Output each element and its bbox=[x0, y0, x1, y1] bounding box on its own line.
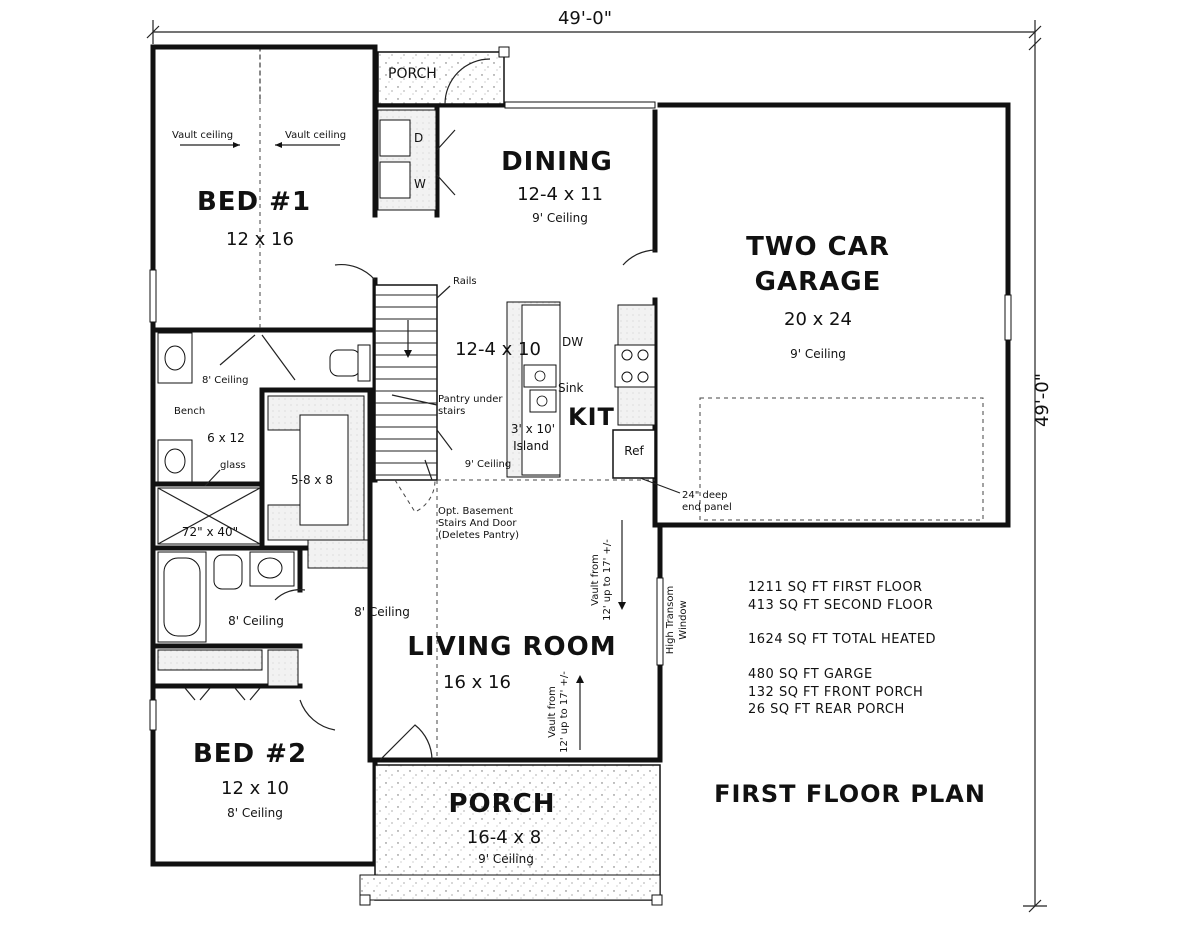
bath1-ceiling: 8' Ceiling bbox=[202, 375, 248, 386]
front-porch: PORCH 16-4 x 8 9' Ceiling bbox=[359, 764, 663, 906]
stat-front-porch: 132 SQ FT FRONT PORCH bbox=[748, 685, 923, 700]
dining-label: DINING bbox=[501, 147, 613, 177]
washer-label: W bbox=[414, 177, 426, 191]
sink-label: Sink bbox=[558, 381, 584, 395]
bath1-dim: 6 x 12 bbox=[207, 431, 245, 445]
garage-ceiling: 9' Ceiling bbox=[790, 347, 846, 361]
dryer-label: D bbox=[414, 131, 423, 145]
front-porch-label: PORCH bbox=[448, 789, 555, 819]
windows bbox=[149, 101, 1012, 731]
garage-label-line1: TWO CAR bbox=[746, 232, 890, 262]
living-vault-top-line1: Vault from bbox=[590, 554, 601, 606]
basement-line1: Opt. Basement bbox=[438, 506, 513, 517]
bath1-glass: glass bbox=[220, 460, 246, 471]
basement-line3: (Deletes Pantry) bbox=[438, 530, 519, 541]
dining-room: DINING 12-4 x 11 9' Ceiling bbox=[501, 147, 656, 266]
front-porch-dim: 16-4 x 8 bbox=[467, 827, 541, 848]
kitchen: 12-4 x 10 DW Sink KIT 3' x 10' Island 9'… bbox=[437, 301, 732, 513]
living-vault-bottom-line1: Vault from bbox=[547, 686, 558, 738]
stat-garage: 480 SQ FT GARGE bbox=[748, 667, 873, 682]
rails-label: Rails bbox=[453, 276, 477, 287]
stat-first-floor: 1211 SQ FT FIRST FLOOR bbox=[748, 580, 923, 595]
bed2-label: BED #2 bbox=[193, 739, 307, 769]
bath1-bench: Bench bbox=[174, 406, 205, 417]
endpanel-line2: end panel bbox=[682, 502, 732, 513]
overall-width-dim: 49'-0" bbox=[558, 8, 612, 29]
hall: 8' Ceiling bbox=[157, 539, 410, 731]
living-dim: 16 x 16 bbox=[443, 672, 511, 693]
stat-second-floor: 413 SQ FT SECOND FLOOR bbox=[748, 598, 933, 613]
laundry: D W bbox=[334, 109, 456, 281]
ref-label: Ref bbox=[624, 444, 644, 458]
overall-dimensions: 49'-0" 49'-0" bbox=[146, 8, 1053, 913]
bath-1: 8' Ceiling Bench 6 x 12 glass 72" x 40" bbox=[157, 332, 371, 545]
island-line2: Island bbox=[513, 439, 549, 453]
square-footage-stats: 1211 SQ FT FIRST FLOOR 413 SQ FT SECOND … bbox=[748, 580, 936, 717]
dining-dim: 12-4 x 11 bbox=[517, 184, 603, 205]
bed2-ceiling: 8' Ceiling bbox=[227, 806, 283, 820]
bed1-dim: 12 x 16 bbox=[226, 229, 294, 250]
kitchen-dim: 12-4 x 10 bbox=[455, 339, 541, 360]
hall-ceiling: 8' Ceiling bbox=[354, 605, 410, 619]
transom-line1: High Transom bbox=[665, 586, 676, 654]
kitchen-label: KIT bbox=[568, 403, 615, 431]
bath-2: 8' Ceiling bbox=[157, 551, 306, 643]
basement-line2: Stairs And Door bbox=[438, 518, 517, 529]
bed1-label: BED #1 bbox=[197, 187, 311, 217]
rear-porch-label: PORCH bbox=[388, 66, 437, 82]
garage-dim: 20 x 24 bbox=[784, 309, 852, 330]
transom-line2: Window bbox=[678, 600, 689, 639]
bed2-dim: 12 x 10 bbox=[221, 778, 289, 799]
living-label: LIVING ROOM bbox=[407, 632, 616, 662]
front-porch-ceiling: 9' Ceiling bbox=[478, 852, 534, 866]
living-vault-top-line2: 12' up to 17' +/- bbox=[602, 539, 613, 621]
bath2-ceiling: 8' Ceiling bbox=[228, 614, 284, 628]
stairs: Rails Pantry under stairs Opt. Basement … bbox=[374, 276, 519, 541]
walk-in-closet: 5-8 x 8 bbox=[267, 395, 365, 541]
garage: TWO CAR GARAGE 20 x 24 9' Ceiling bbox=[699, 232, 984, 521]
endpanel-line1: 24" deep bbox=[682, 490, 728, 501]
bed-1: Vault ceiling Vault ceiling BED #1 12 x … bbox=[172, 100, 346, 381]
closet1-dim: 5-8 x 8 bbox=[291, 473, 333, 487]
pantry-line1: Pantry under bbox=[438, 394, 503, 405]
shower-dim: 72" x 40" bbox=[182, 525, 238, 539]
bed1-vault-left: Vault ceiling bbox=[172, 130, 233, 141]
rear-porch: PORCH bbox=[377, 46, 510, 105]
kitchen-ceiling: 9' Ceiling bbox=[465, 459, 511, 470]
bed1-vault-right: Vault ceiling bbox=[285, 130, 346, 141]
overall-depth-dim: 49'-0" bbox=[1032, 373, 1053, 427]
dw-label: DW bbox=[562, 335, 583, 349]
pantry-line2: stairs bbox=[438, 406, 465, 417]
island-line1: 3' x 10' bbox=[511, 422, 555, 436]
garage-label-line2: GARAGE bbox=[755, 267, 882, 297]
bed-2: BED #2 12 x 10 8' Ceiling bbox=[193, 739, 307, 820]
living-vault-bottom-line2: 12' up to 17' +/- bbox=[559, 671, 570, 753]
stat-rear-porch: 26 SQ FT REAR PORCH bbox=[748, 702, 905, 717]
dining-ceiling: 9' Ceiling bbox=[532, 211, 588, 225]
plan-title: FIRST FLOOR PLAN bbox=[714, 780, 986, 808]
exterior-walls bbox=[150, 44, 1011, 867]
living-room: LIVING ROOM 16 x 16 Vault from 12' up to… bbox=[379, 480, 689, 761]
stat-total-heated: 1624 SQ FT TOTAL HEATED bbox=[748, 632, 936, 647]
